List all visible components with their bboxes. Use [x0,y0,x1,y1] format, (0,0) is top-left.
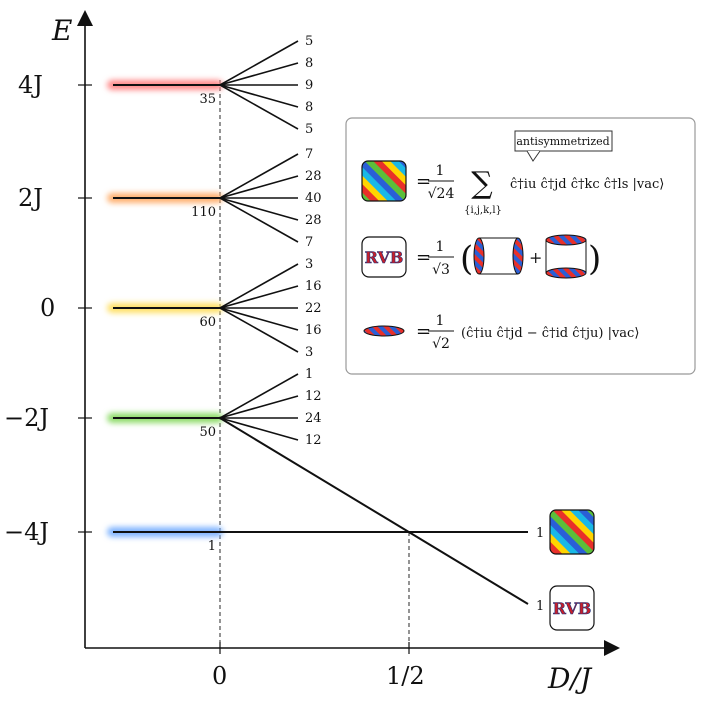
singlet-bond-icon [545,234,587,246]
splitting-count: 9 [305,78,313,93]
vertical-singlet-pair-diagram [545,234,587,279]
splitting-line [219,62,299,86]
splitting-count: 16 [305,279,322,294]
splitting-line [219,197,299,221]
tetramer-legend-icon [361,160,407,202]
splitting-line [219,395,299,419]
degeneracy-label: 60 [199,315,216,330]
row2-right-paren: ) [588,239,601,279]
row1-equals: = [416,171,431,192]
splitting-line [219,417,299,441]
row2-left-paren: ( [460,239,473,279]
singlet-bond-icon [512,237,524,275]
row1-sum: ∑ [471,166,493,201]
rvb-legend-label: RVB [365,248,404,267]
splitting-line [219,40,299,86]
row3-numerator: 1 [436,313,445,329]
singlet-legend-icon [363,325,405,337]
rvb-icon-label: RVB [553,599,592,618]
splitting-count: 16 [305,323,322,338]
splitting-count: 8 [305,56,313,71]
row1-operators: ĉ†iu ĉ†jd ĉ†kc ĉ†ls |vac⟩ [510,177,664,192]
row3-equals: = [416,321,431,342]
flat-line-end-label: 1 [536,526,544,541]
y-axis-title: E [51,14,72,47]
splitting-count: 7 [305,147,313,162]
splitting-count: 40 [305,191,322,206]
rvb-legend-icon [361,236,407,278]
row3-denominator: √2 [432,336,450,352]
tetramer-state-icon [549,509,595,555]
row1-sum-subscript: {i,j,k,l} [464,205,502,216]
splitting-line [219,307,299,353]
splitting-count: 3 [305,345,313,360]
splitting-count: 22 [305,301,322,316]
callout-pointer [526,150,541,162]
x-axis-title: D/J [547,662,593,695]
splitting-line [219,263,299,309]
splitting-count: 12 [305,389,322,404]
splitting-count: 5 [305,122,313,137]
splitting-line [219,84,299,108]
descending-line [219,417,529,605]
horizontal-singlet-pair-diagram [473,237,524,275]
splitting-count: 12 [305,433,322,448]
splitting-line [219,84,299,130]
row1-denominator: √24 [428,186,455,202]
row3-expression: (ĉ†iu ĉ†jd − ĉ†id ĉ†ju) |vac⟩ [461,326,639,341]
splitting-count: 28 [305,213,322,228]
y-tick-2J: 2J [18,184,43,212]
splitting-line [219,175,299,199]
row1-numerator: 1 [436,163,445,179]
splitting-line [219,153,299,199]
row2-numerator: 1 [436,239,445,255]
row2-denominator: √3 [432,262,450,278]
splitting-line [219,307,299,331]
splitting-line [219,285,299,309]
degeneracy-label: 1 [208,539,216,554]
splitting-count: 3 [305,257,313,272]
antisymmetrized-callout [514,130,613,152]
degeneracy-label: 50 [199,425,216,440]
splitting-line [219,373,299,419]
splitting-line [219,197,299,243]
splitting-count: 5 [305,34,313,49]
degeneracy-label: 35 [199,92,216,107]
row2-plus: + [529,248,542,267]
descending-line-end-label: 1 [536,599,544,614]
splitting-count: 28 [305,169,322,184]
y-tick-0: 0 [40,294,55,322]
splitting-count: 1 [305,367,313,382]
singlet-bond-icon [473,237,485,275]
x-tick-0: 0 [212,662,227,690]
rvb-state-icon [549,585,595,631]
degeneracy-label: 110 [191,205,216,220]
y-tick-4J: 4J [18,71,43,99]
row2-equals: = [416,247,431,268]
singlet-bond-icon [545,267,587,279]
splitting-count: 8 [305,100,313,115]
splitting-count: 24 [305,411,322,426]
y-tick-minus-2J: −2J [4,404,49,432]
callout-text: antisymmetrized [516,135,609,148]
x-tick-half: 1/2 [386,662,425,690]
splitting-count: 7 [305,235,313,250]
y-tick-minus-4J: −4J [4,518,49,546]
